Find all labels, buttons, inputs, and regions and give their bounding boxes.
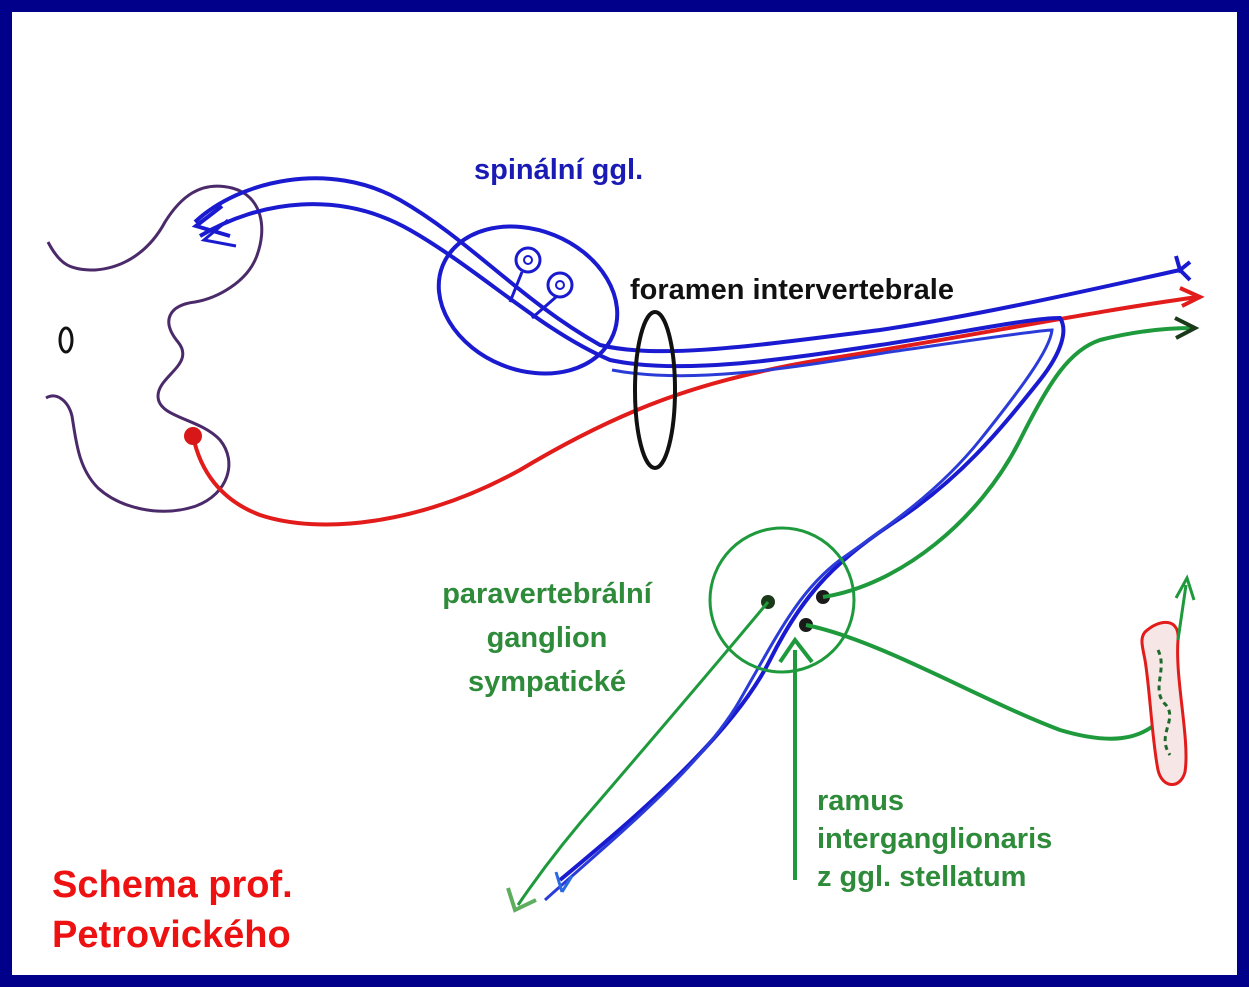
paravertebral-ganglion-label: paravertebrální ganglion sympatické bbox=[402, 572, 692, 704]
postganglionic-fiber-lower bbox=[806, 625, 1160, 739]
slide-canvas: spinální ggl. foramen intervertebrale pa… bbox=[12, 12, 1237, 975]
ganglion-cell-2 bbox=[548, 273, 572, 297]
ramus-line-1: ramus bbox=[817, 782, 1052, 820]
ramus-line-2: interganglionaris bbox=[817, 820, 1052, 858]
vessel-arrowhead-icon bbox=[1176, 578, 1194, 640]
spinal-ganglion bbox=[416, 201, 639, 400]
motor-neuron-soma bbox=[184, 427, 202, 445]
foramen-intervertebrale bbox=[635, 312, 675, 468]
spinal-ganglion-label: spinální ggl. bbox=[474, 154, 643, 187]
ramus-line-3: z ggl. stellatum bbox=[817, 858, 1052, 896]
paravertebral-line-1: paravertebrální bbox=[402, 572, 692, 616]
ramus-label: ramus interganglionaris z ggl. stellatum bbox=[817, 782, 1052, 896]
paravertebral-ganglion bbox=[710, 528, 854, 672]
ramus-arrow bbox=[780, 640, 812, 880]
ganglion-cell-2-nucleus bbox=[556, 281, 564, 289]
postganglionic-fiber-upper bbox=[823, 328, 1192, 597]
ganglion-cell-1-nucleus bbox=[524, 256, 532, 264]
paravertebral-line-2: ganglion bbox=[402, 616, 692, 660]
receptor-ending-icon bbox=[1176, 256, 1190, 280]
central-canal bbox=[60, 328, 72, 352]
credit-label: Schema prof. Petrovického bbox=[52, 860, 293, 960]
credit-line-1: Schema prof. bbox=[52, 860, 293, 910]
foramen-label: foramen intervertebrale bbox=[630, 274, 954, 307]
credit-line-2: Petrovického bbox=[52, 910, 293, 960]
paravertebral-line-3: sympatické bbox=[402, 660, 692, 704]
ganglion-cell-1 bbox=[516, 248, 540, 272]
